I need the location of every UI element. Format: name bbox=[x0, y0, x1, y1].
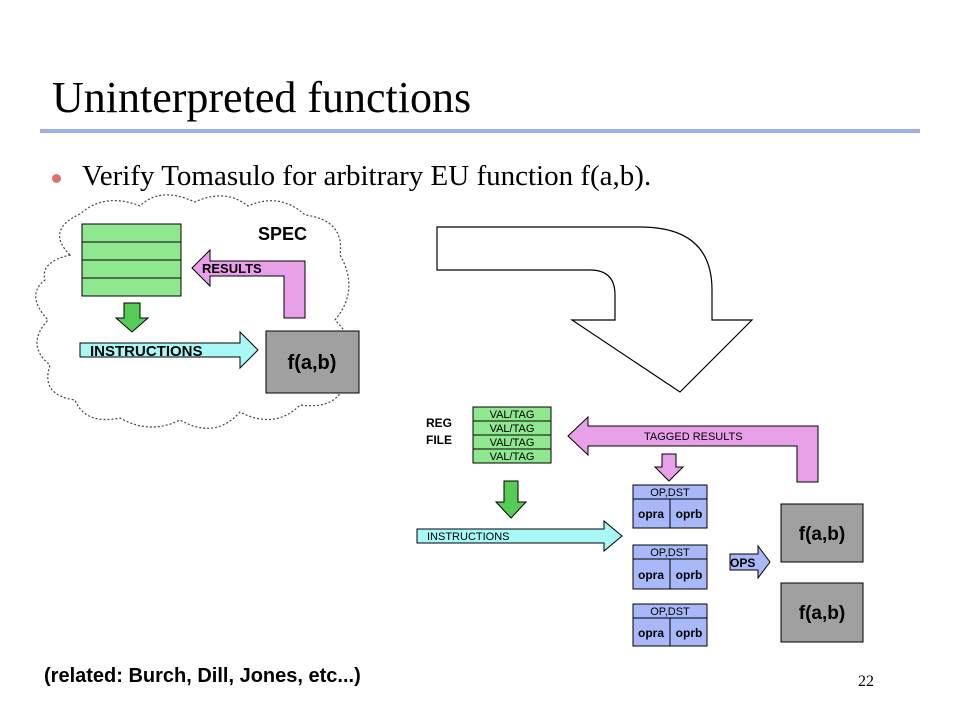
reg-file-label-line1: REG bbox=[426, 416, 452, 430]
impl-down-arrow bbox=[494, 480, 528, 519]
spec-register-stack bbox=[81, 223, 182, 297]
rs-oprb: oprb bbox=[676, 626, 703, 640]
footnote: (related: Burch, Dill, Jones, etc...) bbox=[44, 665, 361, 687]
rs-opra: opra bbox=[638, 626, 664, 640]
bullet-icon bbox=[52, 174, 61, 183]
tagged-results-label: TAGGED RESULTS bbox=[644, 431, 743, 443]
refinement-arrow bbox=[436, 226, 754, 393]
reg-entry: VAL/TAG bbox=[490, 423, 535, 435]
spec-label: SPEC bbox=[258, 224, 307, 244]
impl-instructions-label: INSTRUCTIONS bbox=[427, 531, 510, 543]
reservation-station: OP,DST opra oprb bbox=[632, 484, 708, 529]
spec-instructions-label: INSTRUCTIONS bbox=[90, 343, 203, 360]
rs-header: OP,DST bbox=[650, 487, 690, 499]
reg-entry: VAL/TAG bbox=[490, 437, 535, 449]
page-number: 22 bbox=[858, 673, 874, 690]
spec-function-label: f(a,b) bbox=[288, 352, 337, 374]
rs-header: OP,DST bbox=[650, 547, 690, 559]
spec-results-arrow bbox=[191, 248, 306, 319]
spec-down-arrow bbox=[114, 302, 150, 333]
rs-oprb: oprb bbox=[676, 568, 703, 582]
spec-results-label: RESULTS bbox=[202, 261, 262, 276]
spec-function-box bbox=[265, 330, 360, 394]
rs-oprb: oprb bbox=[676, 507, 703, 521]
reg-file-label-line2: FILE bbox=[426, 433, 452, 447]
spec-instructions-arrow bbox=[79, 330, 259, 370]
function-unit-label: f(a,b) bbox=[799, 524, 845, 545]
ops-label: OPS bbox=[730, 556, 755, 570]
impl-instructions-arrow bbox=[416, 519, 623, 553]
ops-arrow bbox=[729, 544, 771, 580]
reg-entry: VAL/TAG bbox=[490, 409, 535, 421]
reg-file: VAL/TAG VAL/TAG VAL/TAG VAL/TAG bbox=[472, 406, 552, 464]
page-title: Uninterpreted functions bbox=[52, 73, 472, 122]
function-unit-label: f(a,b) bbox=[799, 603, 845, 624]
results-down-arrow bbox=[653, 453, 685, 482]
reservation-station: OP,DST opra oprb bbox=[632, 603, 708, 647]
reg-entry: VAL/TAG bbox=[490, 451, 535, 463]
title-divider bbox=[40, 129, 920, 133]
rs-opra: opra bbox=[638, 568, 664, 582]
function-unit-box bbox=[780, 503, 864, 563]
tagged-results-arrow bbox=[567, 415, 819, 483]
bullet-text: Verify Tomasulo for arbitrary EU functio… bbox=[82, 160, 652, 192]
rs-header: OP,DST bbox=[650, 606, 690, 618]
rs-opra: opra bbox=[638, 507, 664, 521]
function-unit-box bbox=[780, 582, 864, 643]
reservation-station: OP,DST opra oprb bbox=[632, 544, 708, 590]
